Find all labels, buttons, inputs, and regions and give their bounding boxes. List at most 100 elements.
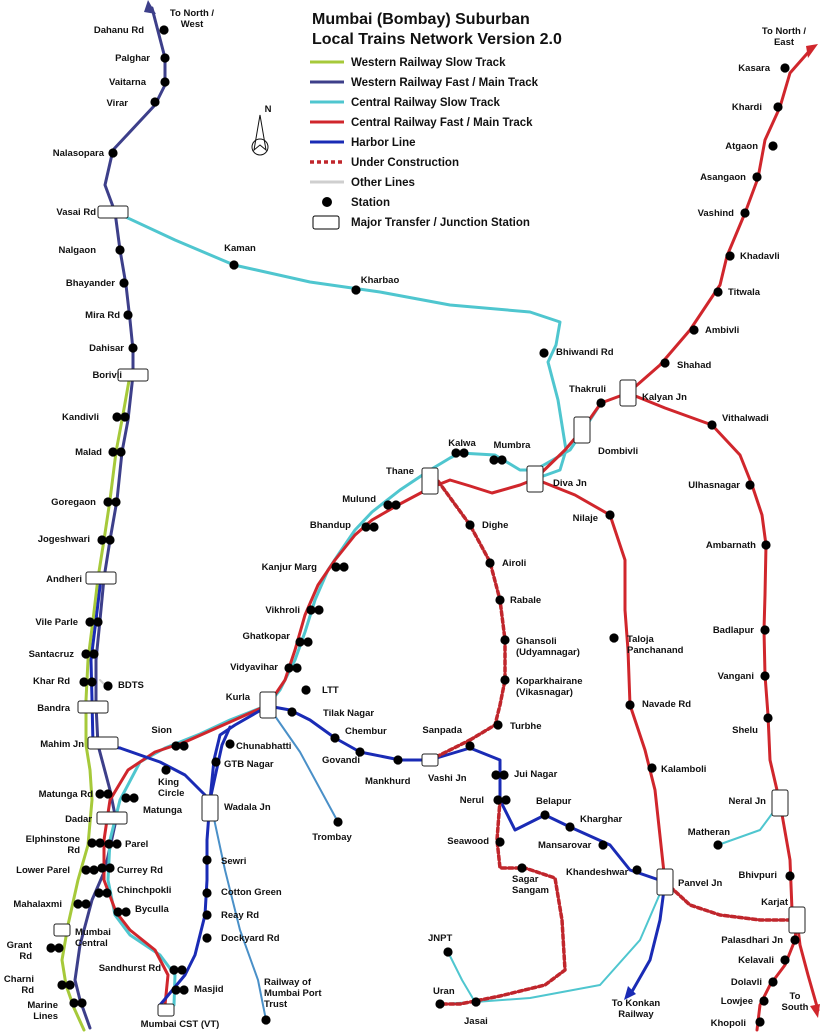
station-dot-malad-2[interactable]: [116, 447, 126, 457]
station-dot-jogeshwari-2[interactable]: [105, 535, 115, 545]
station-dot-turbhe[interactable]: [493, 720, 503, 730]
station-dot-dolavli[interactable]: [768, 977, 778, 987]
station-dot-kaman[interactable]: [229, 260, 239, 270]
station-dot-masjid-2[interactable]: [179, 985, 189, 995]
junction-box-mumbaicentral[interactable]: [53, 923, 71, 937]
station-dot-taloja[interactable]: [609, 633, 619, 643]
station-dot-juinagar[interactable]: [491, 770, 501, 780]
station-dot-bdts[interactable]: [103, 681, 113, 691]
station-dot-sion[interactable]: [171, 741, 181, 751]
station-dot-ghatkopar[interactable]: [295, 637, 305, 647]
station-dot-kalwa-2[interactable]: [459, 448, 469, 458]
station-dot-mansarovar[interactable]: [598, 840, 608, 850]
station-dot-asangaon[interactable]: [752, 172, 762, 182]
junction-box-thane[interactable]: [421, 467, 439, 495]
station-dot-ulhasnagar[interactable]: [745, 480, 755, 490]
station-dot-grant-2[interactable]: [54, 943, 64, 953]
station-dot-nalgaon[interactable]: [115, 245, 125, 255]
station-dot-sanpada[interactable]: [465, 741, 475, 751]
station-dot-nerul[interactable]: [493, 795, 503, 805]
station-dot-nalasopara[interactable]: [108, 148, 118, 158]
station-dot-cotton[interactable]: [202, 888, 212, 898]
station-dot-curreyrd[interactable]: [97, 863, 107, 873]
station-dot-govandi[interactable]: [355, 747, 365, 757]
station-dot-kharghar[interactable]: [565, 822, 575, 832]
station-dot-mulund-2[interactable]: [391, 500, 401, 510]
station-dot-ambivli[interactable]: [689, 325, 699, 335]
station-dot-vileparle[interactable]: [85, 617, 95, 627]
station-dot-marine[interactable]: [69, 998, 79, 1008]
station-dot-portrust[interactable]: [261, 1015, 271, 1025]
station-dot-vidyavihar-2[interactable]: [292, 663, 302, 673]
station-dot-charni-2[interactable]: [65, 980, 75, 990]
station-dot-mumbra[interactable]: [489, 455, 499, 465]
station-dot-mahalaxmi-2[interactable]: [81, 899, 91, 909]
station-dot-byculla-2[interactable]: [121, 907, 131, 917]
station-dot-nilaje[interactable]: [605, 510, 615, 520]
station-dot-kandivli[interactable]: [112, 412, 122, 422]
station-dot-vidyavihar[interactable]: [284, 663, 294, 673]
station-dot-atgaon[interactable]: [768, 141, 778, 151]
junction-box-borivli[interactable]: [117, 368, 149, 382]
junction-box-karjat[interactable]: [788, 906, 806, 934]
station-dot-kopar[interactable]: [500, 675, 510, 685]
station-dot-jnpt[interactable]: [443, 947, 453, 957]
station-dot-mankhurd[interactable]: [393, 755, 403, 765]
station-dot-elphinstone-2[interactable]: [95, 838, 105, 848]
station-dot-palasdhari[interactable]: [790, 935, 800, 945]
junction-box-neral[interactable]: [771, 789, 789, 817]
station-dot-titwala[interactable]: [713, 287, 723, 297]
junction-box-bandra[interactable]: [77, 700, 109, 714]
station-dot-chinchpokli-2[interactable]: [102, 888, 112, 898]
station-dot-goregaon-2[interactable]: [111, 497, 121, 507]
station-dot-vithalwadi[interactable]: [707, 420, 717, 430]
junction-box-mahim[interactable]: [87, 736, 119, 750]
station-dot-malad[interactable]: [108, 447, 118, 457]
station-dot-khandeshwar[interactable]: [632, 865, 642, 875]
station-dot-vaitarna[interactable]: [160, 77, 170, 87]
station-dot-parel-2[interactable]: [112, 839, 122, 849]
station-dot-mulund[interactable]: [383, 500, 393, 510]
junction-box-andheri[interactable]: [85, 571, 117, 585]
station-dot-trombay[interactable]: [333, 817, 343, 827]
station-dot-santacruz-2[interactable]: [89, 649, 99, 659]
station-dot-sandhurst[interactable]: [169, 965, 179, 975]
station-dot-vikhroli-2[interactable]: [314, 605, 324, 615]
station-dot-khadavli[interactable]: [725, 251, 735, 261]
station-dot-sagar[interactable]: [517, 863, 527, 873]
station-dot-santacruz[interactable]: [81, 649, 91, 659]
station-dot-dighe[interactable]: [465, 520, 475, 530]
station-dot-kharbao[interactable]: [351, 285, 361, 295]
station-dot-sion-2[interactable]: [179, 741, 189, 751]
station-dot-grant[interactable]: [46, 943, 56, 953]
station-dot-vangani[interactable]: [760, 671, 770, 681]
station-dot-kelavali[interactable]: [780, 955, 790, 965]
station-dot-navade[interactable]: [625, 700, 635, 710]
station-dot-badlapur[interactable]: [760, 625, 770, 635]
station-dot-lowerparel[interactable]: [81, 865, 91, 875]
station-dot-thakruli[interactable]: [596, 398, 606, 408]
station-dot-sewri[interactable]: [202, 855, 212, 865]
station-dot-vashind[interactable]: [740, 208, 750, 218]
station-dot-kanjur[interactable]: [331, 562, 341, 572]
station-dot-palghar[interactable]: [160, 53, 170, 63]
station-dot-kalwa[interactable]: [451, 448, 461, 458]
station-dot-ghatkopar-2[interactable]: [303, 637, 313, 647]
station-dot-bhandup[interactable]: [361, 522, 371, 532]
junction-box-vashi[interactable]: [421, 753, 439, 767]
station-dot-jogeshwari[interactable]: [97, 535, 107, 545]
station-dot-jasai[interactable]: [471, 997, 481, 1007]
station-dot-matungard[interactable]: [95, 789, 105, 799]
station-dot-bhiwandi[interactable]: [539, 348, 549, 358]
station-dot-chunabhatti[interactable]: [225, 739, 235, 749]
station-dot-mahalaxmi[interactable]: [73, 899, 83, 909]
station-dot-ambarnath[interactable]: [761, 540, 771, 550]
junction-box-kalyan[interactable]: [619, 379, 637, 407]
station-dot-sandhurst-2[interactable]: [177, 965, 187, 975]
station-dot-khar[interactable]: [79, 677, 89, 687]
station-dot-khardi[interactable]: [773, 102, 783, 112]
station-dot-bhivpuri[interactable]: [785, 871, 795, 881]
station-dot-bhayander[interactable]: [119, 278, 129, 288]
station-dot-goregaon[interactable]: [103, 497, 113, 507]
station-dot-gtb[interactable]: [211, 757, 221, 767]
